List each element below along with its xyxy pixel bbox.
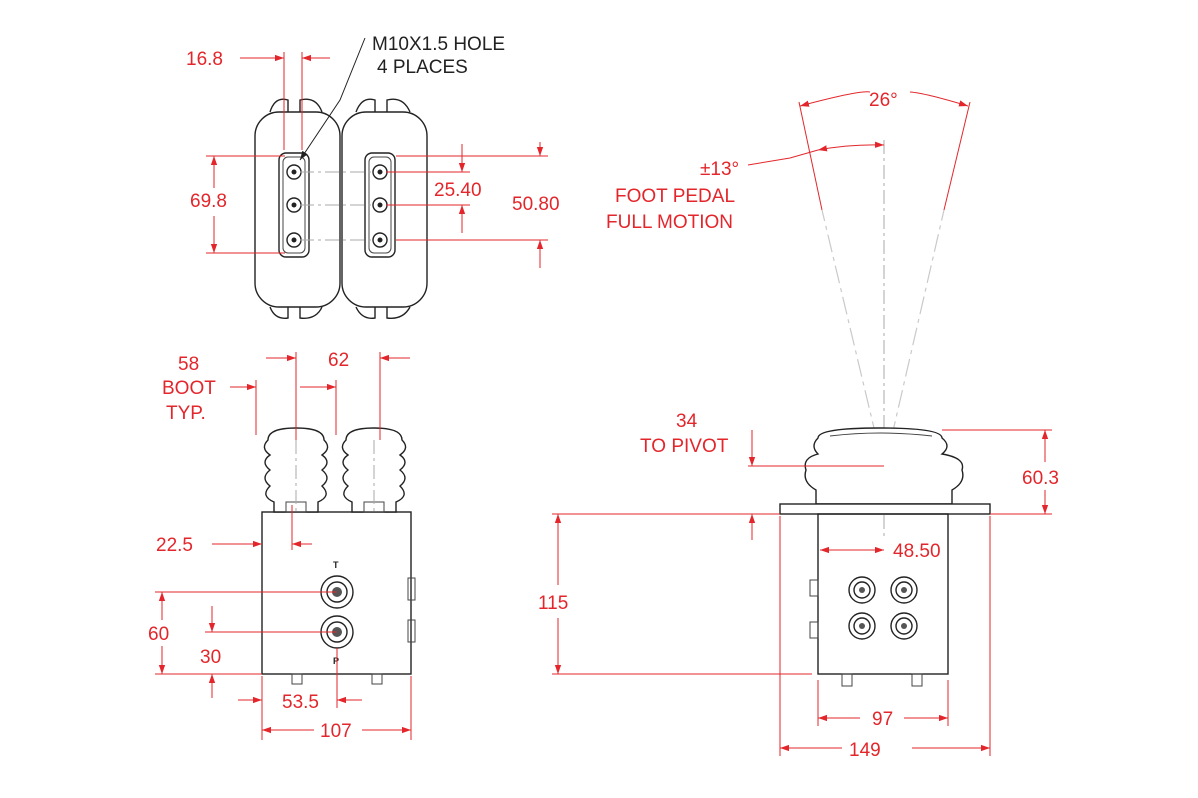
hole-note-line-2: 4 PLACES: [377, 57, 468, 78]
dim-hole-offset: 16.8: [186, 49, 223, 70]
port-t-mark: T: [333, 560, 339, 570]
side-fitting: [809, 621, 819, 639]
motion-ray-right: [883, 209, 945, 471]
front-side-fitting: [407, 577, 416, 601]
top-left-ear: [269, 98, 289, 113]
side-flange: [779, 503, 991, 515]
side-port-core: [901, 623, 907, 629]
top-right-ear: [386, 306, 411, 319]
dim-center-offset: 48.50: [893, 541, 941, 562]
mounting-hole-center: [377, 202, 383, 208]
top-right-ear: [355, 98, 376, 113]
angle-extension: [943, 101, 971, 211]
side-port-core: [901, 587, 907, 593]
side-port: [848, 612, 876, 640]
dim-flange-width: 149: [849, 740, 881, 761]
side-bottom-fitting: [841, 673, 853, 687]
port-p-mark: P: [333, 656, 339, 666]
mounting-hole-center: [291, 237, 297, 243]
mounting-hole-center: [377, 169, 383, 175]
side-port: [890, 576, 918, 604]
side-port-core: [859, 587, 865, 593]
dim-center: 53.5: [282, 692, 319, 713]
dim-port-t-height: 60: [148, 624, 169, 645]
front-bottom-fitting: [371, 673, 383, 685]
angle-13-arc: [817, 141, 885, 152]
front-view: T P 58 BOOT TYP. 62 22.5 60 30: [148, 350, 416, 742]
side-fitting: [809, 579, 819, 597]
angle-26-arc: [799, 91, 871, 107]
motion-ray-left: [821, 209, 885, 471]
dim-port-offset: 22.5: [156, 535, 193, 556]
side-bottom-fitting: [911, 673, 923, 687]
angle-extension: [798, 101, 823, 211]
side-port-inner: [853, 581, 871, 599]
dim-body-height: 115: [538, 593, 568, 614]
dim-full-pitch: 50.80: [512, 194, 560, 215]
top-left-ear: [299, 306, 323, 319]
top-view: M10X1.5 HOLE 4 PLACES 16.8 69.8 25.40 50…: [186, 34, 560, 319]
front-side-fitting: [407, 619, 416, 643]
dim-hole-span: 69.8: [190, 191, 227, 212]
mounting-hole-center: [377, 237, 383, 243]
angle-total: 26°: [869, 90, 898, 111]
dim-port-p-height: 30: [200, 647, 221, 668]
mounting-hole: [372, 232, 388, 248]
top-left-ear: [299, 98, 323, 113]
side-port: [890, 612, 918, 640]
mounting-hole-center: [291, 202, 297, 208]
motion-line-1: FOOT PEDAL: [615, 186, 735, 207]
side-ports: [848, 576, 918, 640]
dim-boot-spacing: 62: [328, 350, 349, 371]
dim-half-pitch: 25.40: [434, 180, 482, 201]
side-port-inner: [895, 581, 913, 599]
boot-label-2: BOOT: [162, 378, 216, 399]
side-view: 26° ±13° FOOT PEDAL FULL MOTION: [538, 90, 1059, 761]
dim-width: 107: [320, 721, 352, 742]
front-bottom-fitting: [291, 673, 303, 685]
side-port: [848, 576, 876, 604]
top-left-ear: [269, 306, 289, 319]
top-right-module: [341, 111, 428, 308]
side-port-core: [859, 623, 865, 629]
top-right-ear: [355, 306, 376, 319]
side-body: [817, 513, 949, 675]
angle-13-leader: [747, 149, 819, 166]
dim-boot-height: 60.3: [1022, 468, 1059, 489]
side-port-inner: [853, 617, 871, 635]
hole-note-line-1: M10X1.5 HOLE: [372, 34, 505, 55]
top-holes: [286, 164, 388, 248]
side-boot-fold: [829, 432, 933, 437]
top-left-module: [254, 111, 341, 308]
mounting-hole-center: [291, 169, 297, 175]
boot-label-3: TYP.: [166, 403, 206, 424]
pivot-value: 34: [676, 411, 698, 432]
angle-26-arc: [909, 91, 969, 107]
top-right-ear: [386, 98, 411, 113]
boot-label-1: 58: [178, 354, 199, 375]
dim-bolt-span: 97: [872, 709, 893, 730]
pivot-label: TO PIVOT: [640, 436, 729, 457]
side-port-inner: [895, 617, 913, 635]
motion-line-2: FULL MOTION: [606, 212, 733, 233]
angle-half: ±13°: [700, 159, 739, 180]
hole-note-leader: [299, 37, 366, 161]
